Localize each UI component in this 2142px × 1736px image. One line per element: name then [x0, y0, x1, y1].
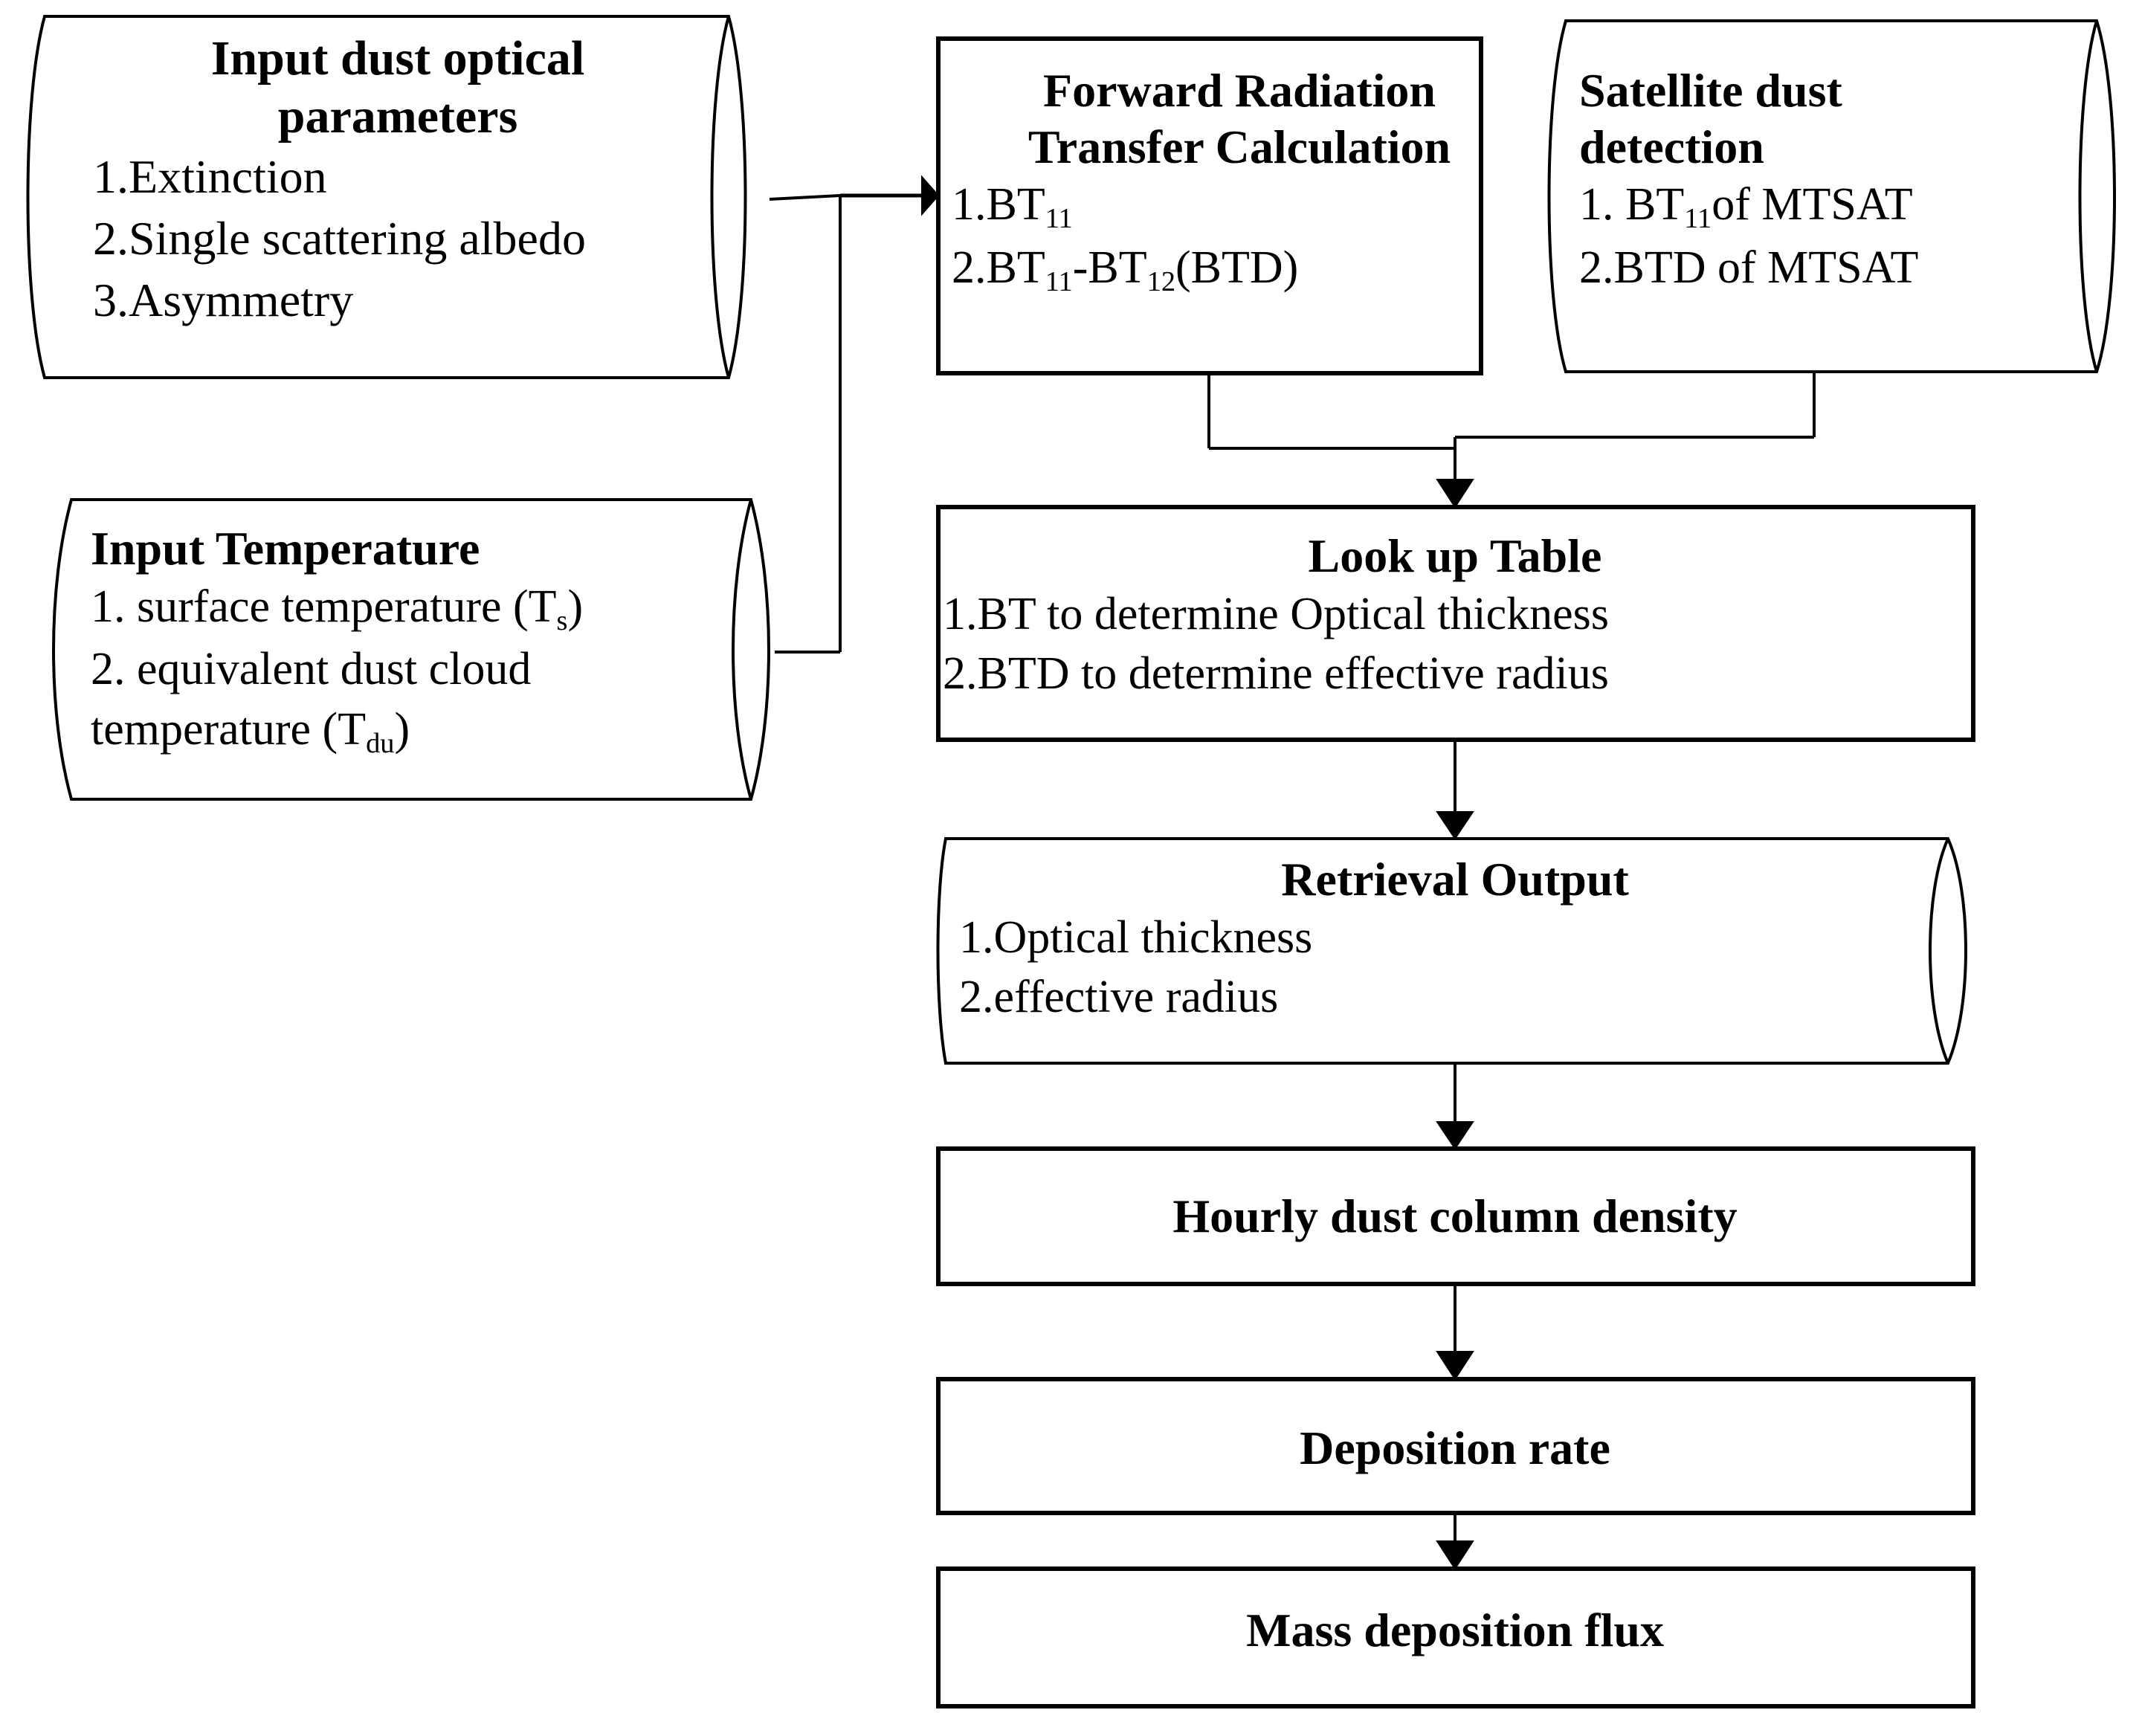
edge-satellite-to-lut [1455, 372, 1816, 439]
edge-lut-to-retrieval [1436, 740, 1474, 840]
edge-trunk-left-inputs [775, 196, 842, 654]
node-shape-mass-flux[interactable] [936, 1566, 1975, 1708]
edge-forward-rt-to-lut [1207, 373, 1455, 450]
edge-retrieval-to-hourly [1436, 1063, 1474, 1150]
node-shape-forward-rt[interactable] [936, 36, 1483, 375]
node-shape-satellite-detection[interactable] [1547, 19, 2116, 373]
node-shape-hourly-density[interactable] [936, 1146, 1975, 1286]
edge-arrow-into-lut [1436, 437, 1474, 509]
node-shape-input-temperature[interactable] [52, 498, 770, 801]
node-shape-look-up-table[interactable] [936, 505, 1975, 742]
edge-deposition-to-mass [1436, 1513, 1474, 1570]
node-shape-retrieval-output[interactable] [936, 837, 1967, 1065]
node-shape-dust-optical[interactable] [26, 15, 747, 379]
node-shape-deposition-rate[interactable] [936, 1377, 1975, 1515]
edge-hourly-to-deposition [1436, 1284, 1474, 1381]
edge-arrow-into-forward-rt [840, 175, 940, 216]
